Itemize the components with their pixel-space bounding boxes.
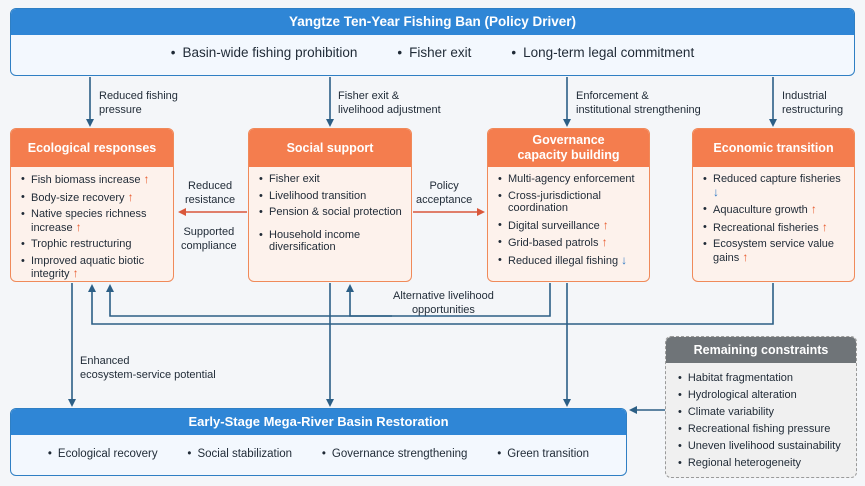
arrow-up-icon: ↑	[810, 202, 817, 216]
list-item: Ecosystem service value gains ↑	[703, 238, 846, 264]
policy-driver-box: Yangtze Ten-Year Fishing Ban (Policy Dri…	[10, 8, 855, 76]
list-item: Climate variability	[678, 404, 848, 421]
arrow-up-icon: ↑	[75, 219, 82, 234]
arrow-economic-feedback	[88, 283, 774, 325]
restoration-box: Early-Stage Mega-River Basin Restoration…	[10, 408, 627, 476]
list-item: Native species richness increase ↑	[21, 208, 165, 234]
policy-driver-title: Yangtze Ten-Year Fishing Ban (Policy Dri…	[11, 9, 854, 35]
arrow-up-icon: ↑	[127, 189, 134, 204]
remaining-constraints-box: Remaining constraints Habitat fragmentat…	[665, 336, 857, 478]
list-item: Body-size recovery ↑	[21, 189, 165, 205]
policy-item: Basin-wide fishing prohibition	[171, 35, 358, 71]
list-item: Habitat fragmentation	[678, 370, 848, 387]
list-item: Cross-jurisdictional coordination	[498, 190, 641, 215]
policy-item: Fisher exit	[397, 35, 471, 71]
restoration-title: Early-Stage Mega-River Basin Restoration	[11, 409, 626, 435]
arrow-governance-feedback	[106, 283, 551, 317]
policy-item: Long-term legal commitment	[511, 35, 694, 71]
arrow-up-icon: ↑	[742, 249, 749, 264]
list-item: Livelihood transition	[259, 190, 403, 203]
list-item: Reduced capture fisheries ↓	[703, 173, 846, 199]
list-item: Trophic restructuring	[21, 238, 165, 251]
arrow-up-icon: ↑	[72, 266, 79, 280]
arrow-up-icon: ↑	[143, 172, 150, 186]
list-item: Multi-agency enforcement	[498, 173, 641, 186]
list-item: Household income diversification	[259, 229, 403, 254]
social-support-box: Social support Fisher exit Livelihood tr…	[248, 128, 412, 282]
list-item: Grid-based patrols ↑	[498, 236, 641, 250]
list-item: Improved aquatic biotic integrity ↑	[21, 255, 165, 281]
economic-transition-title: Economic transition	[693, 129, 854, 167]
list-item: Recreational fisheries ↑	[703, 219, 846, 235]
restoration-item: Ecological recovery	[48, 435, 158, 473]
list-item: Reduced illegal fishing ↓	[498, 252, 641, 268]
list-item: Pension & social protection	[259, 206, 403, 219]
restoration-item: Green transition	[497, 435, 589, 473]
restoration-item: Social stabilization	[187, 435, 292, 473]
label-enforcement: Enforcement &institutional strengthening	[576, 90, 701, 116]
arrow-up-icon: ↑	[602, 217, 609, 232]
label-fisher-exit: Fisher exit &livelihood adjustment	[338, 90, 441, 116]
list-item: Regional heterogeneity	[678, 455, 848, 472]
arrow-alt-livelihood	[346, 284, 392, 317]
remaining-constraints-title: Remaining constraints	[666, 337, 856, 363]
economic-transition-box: Economic transition Reduced capture fish…	[692, 128, 855, 282]
ecological-responses-title: Ecological responses	[11, 129, 173, 167]
arrow-down-icon: ↓	[713, 184, 719, 199]
arrow-up-icon: ↑	[601, 235, 608, 249]
list-item: Hydrological alteration	[678, 387, 848, 404]
list-item: Fish biomass increase ↑	[21, 173, 165, 187]
social-support-title: Social support	[249, 129, 411, 167]
policy-driver-items: Basin-wide fishing prohibition Fisher ex…	[11, 35, 854, 71]
list-item: Fisher exit	[259, 173, 403, 186]
list-item: Recreational fishing pressure	[678, 421, 848, 438]
arrow-down-icon: ↓	[621, 252, 628, 267]
restoration-item: Governance strengthening	[322, 435, 468, 473]
list-item: Digital surveillance ↑	[498, 217, 641, 233]
arrow-up-icon: ↑	[821, 219, 828, 234]
list-item: Aquaculture growth ↑	[703, 203, 846, 217]
ecological-responses-box: Ecological responses Fish biomass increa…	[10, 128, 174, 282]
list-item: Uneven livelihood sustainability	[678, 438, 848, 455]
restoration-items: Ecological recovery Social stabilization…	[11, 435, 626, 473]
